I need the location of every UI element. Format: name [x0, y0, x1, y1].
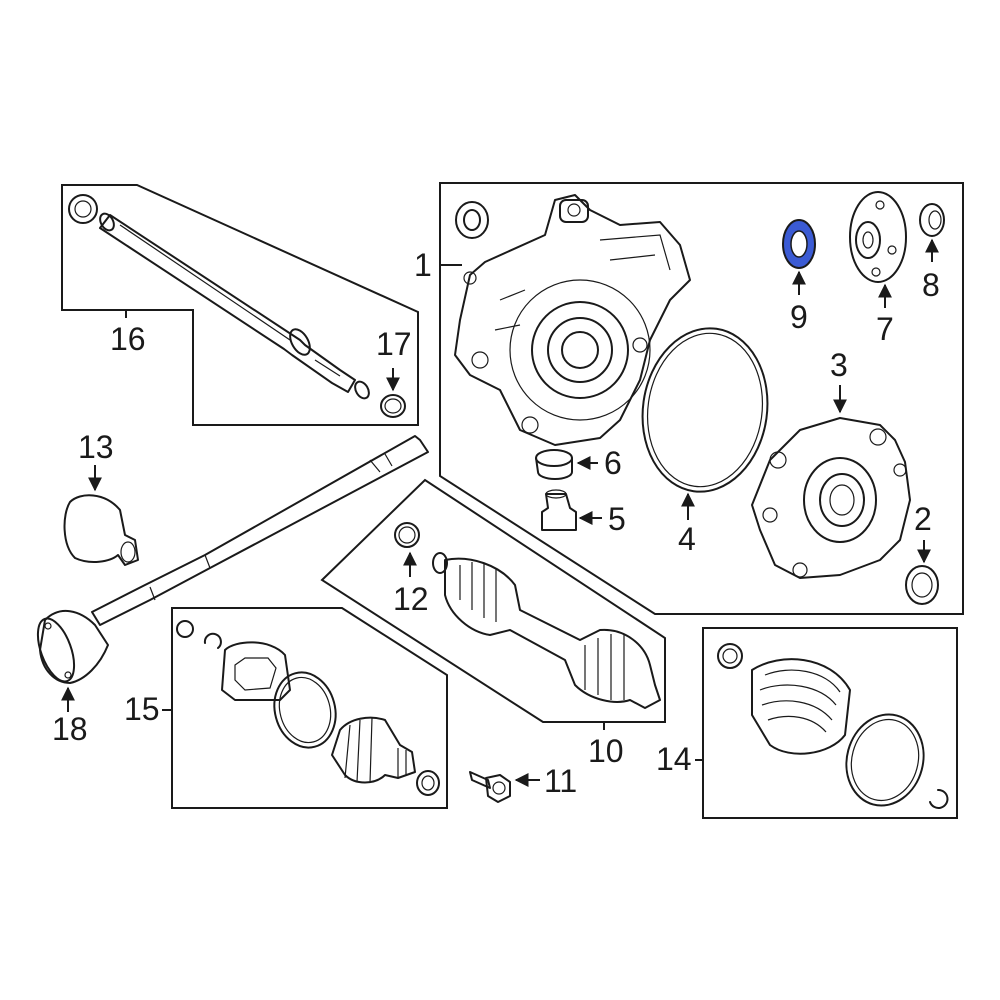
- part-13-cv-joint[interactable]: [63, 494, 139, 566]
- part-16-intermediate-shaft[interactable]: [97, 211, 371, 401]
- callout-16: 16: [110, 321, 146, 357]
- part-2-seal[interactable]: [905, 565, 939, 605]
- callout-6: 6: [604, 445, 622, 481]
- callout-10: 10: [588, 733, 624, 769]
- part-1-differential-housing[interactable]: [454, 194, 691, 446]
- callout-5: 5: [608, 501, 626, 537]
- part-14-boot-kit[interactable]: [717, 643, 949, 814]
- callout-14: 14: [656, 741, 692, 777]
- callout-1: 1: [414, 247, 432, 283]
- part-3-differential-cover[interactable]: [751, 417, 911, 579]
- callout-13: 13: [78, 429, 114, 465]
- callout-3: 3: [830, 347, 848, 383]
- part-17-snap-ring[interactable]: [380, 394, 406, 418]
- outer-boot-kit-box: [702, 627, 958, 819]
- callout-7: 7: [876, 311, 894, 347]
- part-9-seal[interactable]: [782, 219, 816, 269]
- part-15-inner-joint-kit[interactable]: [176, 620, 440, 796]
- halfshaft-group-box: [320, 478, 666, 723]
- callout-11: 11: [544, 763, 577, 799]
- part-5-plug[interactable]: [541, 489, 577, 531]
- callout-8: 8: [922, 267, 940, 303]
- shaft-group-box: [61, 184, 419, 426]
- part-10-half-shaft[interactable]: [432, 552, 661, 709]
- part-7-flange[interactable]: [849, 191, 907, 283]
- part-8-nut[interactable]: [919, 203, 945, 237]
- inner-joint-kit-box: [171, 607, 448, 809]
- part-4-o-ring[interactable]: [632, 320, 778, 500]
- part-12-snap-ring[interactable]: [394, 522, 420, 548]
- callout-9: 9: [790, 299, 808, 335]
- housing-seal-ring[interactable]: [455, 201, 489, 239]
- callout-18: 18: [52, 711, 88, 747]
- shaft-seal-ring[interactable]: [68, 194, 98, 224]
- part-11-bolt[interactable]: [469, 771, 511, 803]
- callout-4: 4: [678, 521, 696, 557]
- part-6-bushing[interactable]: [535, 449, 573, 480]
- callout-12: 12: [393, 581, 429, 617]
- callout-17: 17: [376, 326, 412, 362]
- callout-15: 15: [124, 691, 160, 727]
- callout-2: 2: [914, 501, 932, 537]
- part-18-axle-shaft-assembly[interactable]: [31, 435, 429, 686]
- differential-group-box: [439, 182, 964, 615]
